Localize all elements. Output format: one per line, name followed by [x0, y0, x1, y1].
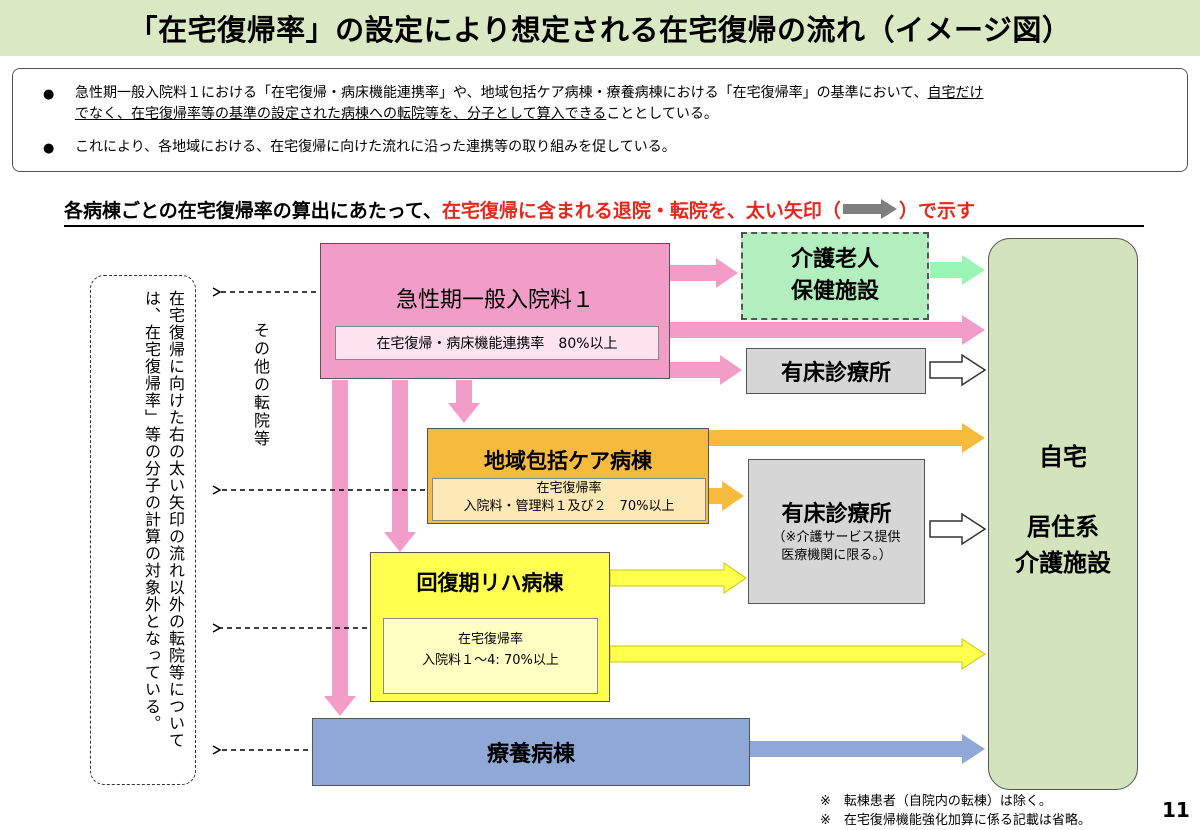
nursing-line-1: 介護老人	[790, 247, 879, 272]
rate-label: 在宅復帰率	[457, 632, 523, 647]
long-term-care-ward-box: 療養病棟	[312, 718, 750, 786]
thick-arrow-pink-acute-to-rehab	[384, 380, 416, 552]
recovery-rehab-ward-box: 回復期リハ病棟 在宅復帰率 入院料１～4: 70%以上	[370, 552, 610, 702]
home-label: 自宅	[1039, 443, 1087, 471]
page-number: 11	[1162, 798, 1190, 822]
community-care-ward-box: 地域包括ケア病棟 在宅復帰率 入院料・管理料１及び２ 70%以上	[427, 428, 709, 524]
thick-arrow-icon	[841, 198, 899, 228]
thick-arrow-pink-acute-to-nursing	[670, 258, 738, 288]
rate-label: 在宅復帰率	[536, 481, 602, 496]
rate-value: 入院料・管理料１及び２ 70%以上	[463, 499, 675, 514]
clinic-box-1: 有床診療所	[746, 348, 926, 394]
summary-bullet-1: 急性期一般入院料１における「在宅復帰・病床機能連携率」や、地域包括ケア病棟・療養…	[75, 83, 1175, 125]
outline-arrow-clinic2-to-home	[929, 512, 987, 546]
thick-arrow-pink-acute-to-ltc	[324, 380, 356, 716]
exclusion-note-box: 在宅復帰に向けた右の太い矢印の流れ以外の転院等については、在宅復帰率」等の分子の…	[90, 275, 196, 785]
community-ward-rate: 在宅復帰率 入院料・管理料１及び２ 70%以上	[432, 478, 706, 521]
subtitle-text: 各病棟ごとの在宅復帰率の算出にあたって、	[64, 200, 442, 222]
page-title: 「在宅復帰率」の設定により想定される在宅復帰の流れ（イメージ図）	[0, 0, 1200, 56]
nursing-line-2: 保健施設	[790, 279, 879, 304]
outline-arrow-clinic1-to-home	[929, 353, 987, 387]
acute-ward-rate: 在宅復帰・病床機能連携率 80%以上	[335, 326, 659, 360]
clinic-note-line-2: 医療機関に限る。）	[781, 548, 892, 563]
community-ward-name: 地域包括ケア病棟	[484, 449, 652, 473]
other-transfer-label: その他の転院等	[251, 322, 270, 448]
residential-care-label: 居住系 介護施設	[989, 509, 1137, 581]
thick-arrow-yellow-rehab-to-clinic	[609, 562, 747, 594]
summary-text: 急性期一般入院料１における「在宅復帰・病床機能連携率」や、地域包括ケア病棟・療養…	[75, 85, 928, 101]
footnotes: ※ 転棟患者（自院内の転棟）は除く。 ※ 在宅復帰機能強化加算に係る記載は省略。	[820, 792, 1160, 830]
footnote-1: ※ 転棟患者（自院内の転棟）は除く。	[820, 794, 1052, 809]
subtitle-highlight: 在宅復帰に含まれる退院・転院を、太い矢印（	[441, 200, 841, 222]
subtitle-highlight: ）で示す	[898, 200, 975, 222]
thick-arrow-pink-acute-to-clinic	[670, 355, 742, 385]
diagram-subtitle: 各病棟ごとの在宅復帰率の算出にあたって、在宅復帰に含まれる退院・転院を、太い矢印…	[64, 197, 1144, 227]
thick-arrow-green-nursing-to-home	[930, 255, 985, 285]
summary-bullet-2: これにより、各地域における、在宅復帰に向けた流れに沿った連携等の取り組みを促して…	[75, 139, 676, 155]
thick-arrow-orange-community-to-clinic	[709, 481, 744, 511]
thick-arrow-orange-community-to-home	[709, 423, 985, 453]
rehab-ward-name: 回復期リハ病棟	[416, 571, 564, 595]
clinic-2-note: （※介護サービス提供 医療機関に限る。）	[749, 529, 924, 565]
bullet-icon: ●	[43, 141, 55, 156]
nursing-facility-box: 介護老人 保健施設	[741, 232, 929, 320]
summary-box: ● 急性期一般入院料１における「在宅復帰・病床機能連携率」や、地域包括ケア病棟・…	[12, 68, 1188, 172]
footnote-2: ※ 在宅復帰機能強化加算に係る記載は省略。	[820, 813, 1091, 828]
clinic-2-name: 有床診療所	[781, 502, 892, 527]
thick-arrow-blue-ltc-to-home	[750, 734, 985, 764]
acute-ward-name: 急性期一般入院料１	[395, 288, 594, 313]
clinic-box-2: 有床診療所 （※介護サービス提供 医療機関に限る。）	[748, 459, 925, 604]
rehab-ward-rate: 在宅復帰率 入院料１～4: 70%以上	[383, 618, 598, 694]
home-residential-box: 自宅 居住系 介護施設	[988, 238, 1138, 790]
residential-line-1: 居住系	[1027, 513, 1099, 541]
thick-arrow-yellow-rehab-to-home	[609, 638, 986, 670]
thick-arrow-pink-acute-to-community	[448, 380, 480, 423]
bullet-icon: ●	[43, 87, 55, 102]
clinic-note-line-1: （※介護サービス提供	[772, 530, 901, 545]
thick-arrow-pink-acute-to-home	[670, 315, 985, 345]
exclusion-note-text: 在宅復帰に向けた右の太い矢印の流れ以外の転院等については、在宅復帰率」等の分子の…	[142, 290, 185, 749]
residential-line-2: 介護施設	[1015, 549, 1111, 577]
summary-underlined: でなく、在宅復帰率等の基準の設定された病棟への転院等を、分子として算入できる	[75, 106, 607, 122]
rate-value: 入院料１～4: 70%以上	[422, 653, 559, 668]
acute-general-ward-box: 急性期一般入院料１ 在宅復帰・病床機能連携率 80%以上	[320, 243, 670, 379]
summary-underlined: 自宅だけ	[927, 85, 984, 101]
summary-text: こととしている。	[606, 106, 718, 122]
